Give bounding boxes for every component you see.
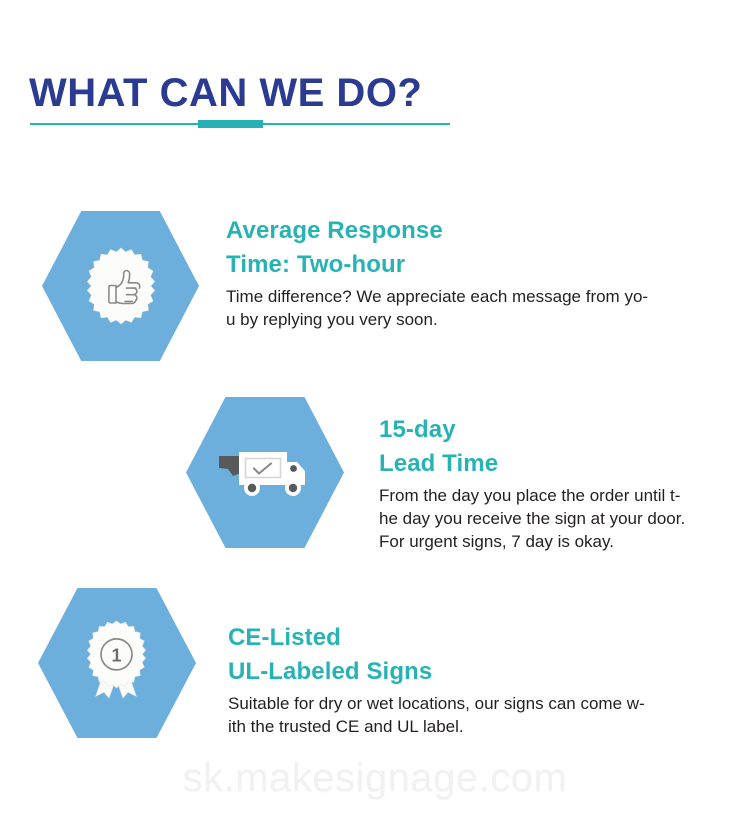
award-rosette-icon: 1 <box>38 588 196 738</box>
feature-body-line: ith the trusted CE and UL label. <box>228 717 464 737</box>
feature-body-line: Suitable for dry or wet locations, our s… <box>228 694 645 714</box>
feature-text-1: Average Response Time: Two-hour Time dif… <box>226 214 648 331</box>
page-title: WHAT CAN WE DO? <box>29 70 423 115</box>
feature-heading-line: Lead Time <box>379 450 499 478</box>
hexagon-badge-3: 1 <box>38 588 196 738</box>
hexagon-badge-1 <box>42 211 199 361</box>
footer-watermark: sk.makesignage.com <box>182 756 568 800</box>
feature-heading-1: Average Response Time: Two-hour <box>226 214 648 282</box>
divider-thick-accent <box>198 120 263 128</box>
feature-body-line: he day you receive the sign at your door… <box>379 509 686 529</box>
feature-body-line: Time difference? We appreciate each mess… <box>226 287 649 307</box>
hexagon-badge-2 <box>186 397 344 548</box>
feature-body-line: From the day you place the order until t… <box>379 486 681 506</box>
feature-heading-line: 15-day <box>379 416 456 443</box>
feature-text-3: CE-Listed UL-Labeled Signs Suitable for … <box>228 621 645 738</box>
title-divider <box>30 118 450 130</box>
feature-body-line: For urgent signs, 7 day is okay. <box>379 532 614 552</box>
feature-heading-line: Time: Two-hour <box>226 251 406 279</box>
feature-text-2: 15-day Lead Time From the day you place … <box>379 413 685 553</box>
feature-body-line: u by replying you very soon. <box>226 310 438 330</box>
feature-heading-line: UL-Labeled Signs <box>228 658 433 686</box>
feature-heading-2: 15-day Lead Time <box>379 413 685 481</box>
feature-body-1: Time difference? We appreciate each mess… <box>226 285 648 331</box>
feature-body-3: Suitable for dry or wet locations, our s… <box>228 692 645 738</box>
delivery-truck-icon <box>186 397 344 548</box>
thumbs-up-badge-icon <box>42 211 199 361</box>
award-rosette-number: 1 <box>111 646 121 666</box>
feature-heading-3: CE-Listed UL-Labeled Signs <box>228 621 645 689</box>
feature-body-2: From the day you place the order until t… <box>379 484 685 553</box>
feature-heading-line: Average Response <box>226 217 443 244</box>
feature-heading-line: CE-Listed <box>228 624 341 651</box>
